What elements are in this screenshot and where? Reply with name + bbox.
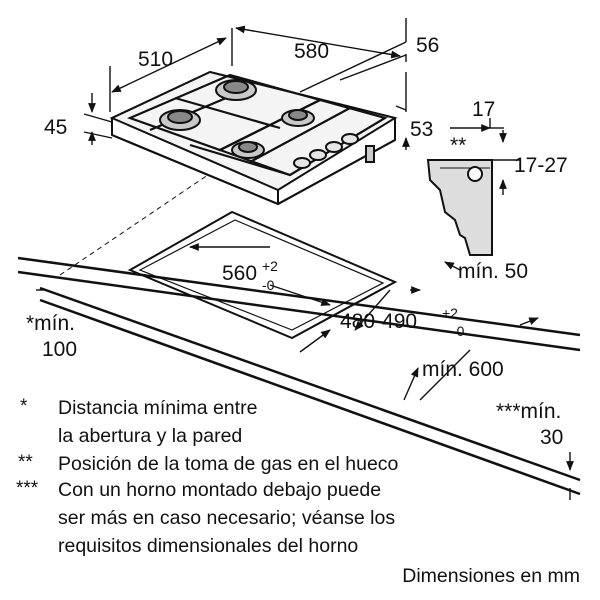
- dim-cutout-width-tol-plus: +2: [262, 258, 278, 274]
- note-3-line-2: ser más en caso necesario; véanse los: [58, 507, 396, 529]
- dim-cutout-width: 560: [222, 262, 257, 285]
- dimension-lines: [36, 18, 574, 500]
- dim-min-30-value: 30: [540, 426, 563, 449]
- note-3-line-1: Con un horno montado debajo puede: [58, 479, 382, 501]
- dim-45: 45: [44, 116, 67, 139]
- dim-cutout-depth-tol-minus: -0: [452, 323, 465, 339]
- dim-cutout-depth-tol-plus: +2: [442, 305, 458, 321]
- dim-cutout-width-tol-minus: -0: [262, 277, 275, 293]
- cutout-opening: [127, 210, 398, 340]
- note-3-mark: ***: [16, 478, 39, 499]
- note-2-line-1: Posición de la toma de gas en el hueco: [58, 453, 399, 475]
- dim-min-30-label: ***mín.: [496, 400, 561, 423]
- dim-cutout-depth: 480-490: [340, 310, 417, 333]
- note-2-mark: **: [18, 452, 33, 473]
- control-knobs: [293, 133, 375, 169]
- gas-connection-detail: [426, 159, 493, 256]
- dim-min-100-label: *mín.: [26, 312, 75, 335]
- dim-min-600: mín. 600: [422, 358, 504, 381]
- dim-min-50: mín. 50: [458, 260, 528, 283]
- units-label: Dimensiones en mm: [402, 565, 580, 587]
- burners: [159, 79, 315, 159]
- note-3-line-3: requisitos dimensionales del horno: [58, 535, 359, 557]
- dim-580: 580: [294, 40, 329, 63]
- note-1-mark: *: [20, 396, 28, 417]
- worktop: [17, 159, 581, 496]
- dim-510: 510: [138, 48, 173, 71]
- dim-17-27: 17-27: [514, 154, 568, 177]
- dim-min-100-value: 100: [42, 338, 77, 361]
- dim-53: 53: [410, 118, 433, 141]
- dim-56: 56: [416, 34, 439, 57]
- gas-connection-mark: **: [450, 134, 466, 157]
- note-1-line-1: Distancia mínima entre: [58, 397, 258, 419]
- note-1-line-2: la abertura y la pared: [58, 425, 243, 447]
- dim-17: 17: [472, 98, 495, 121]
